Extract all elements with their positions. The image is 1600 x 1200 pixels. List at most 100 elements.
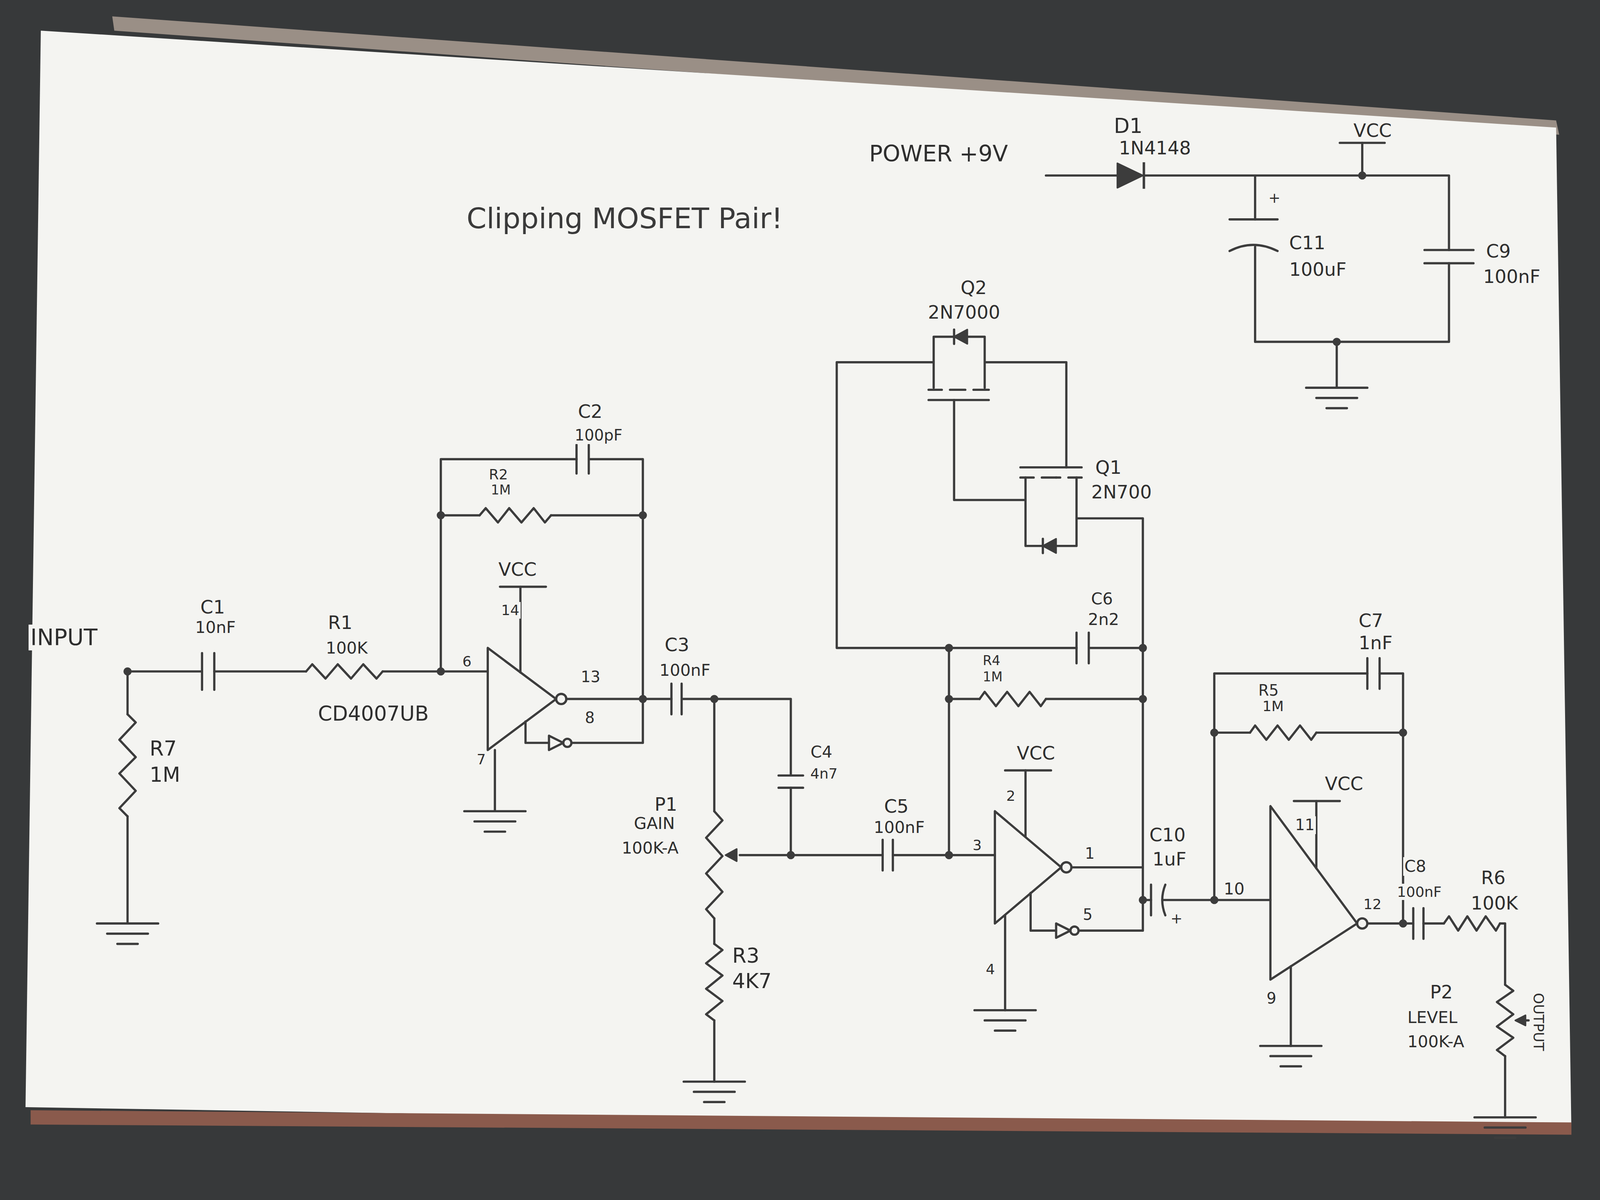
- part-label: 100K: [324, 638, 370, 658]
- part-label: P2: [1428, 981, 1455, 1003]
- part-label: 4: [984, 961, 997, 978]
- part-label: R4: [981, 653, 1002, 669]
- junction-dot: [1358, 171, 1367, 180]
- part-label: C10: [1148, 824, 1188, 846]
- part-label: C11: [1287, 232, 1327, 254]
- part-label: 100nF: [1396, 883, 1443, 900]
- part-label: CD4007UB: [316, 701, 431, 726]
- junction-dot: [944, 851, 954, 860]
- title-text: Clipping MOSFET Pair!: [464, 201, 785, 235]
- part-label: 3: [971, 836, 983, 854]
- inverter-bubble: [1061, 862, 1072, 873]
- part-label: 100nF: [658, 661, 712, 680]
- part-label: 2N700: [1089, 481, 1154, 503]
- part-label: 11: [1294, 816, 1316, 834]
- part-label: 1M: [981, 669, 1004, 685]
- part-label: 100nF: [1481, 266, 1543, 288]
- junction-dot: [944, 644, 954, 653]
- part-label: POWER +9V: [867, 140, 1010, 167]
- part-label: Q1: [1094, 457, 1124, 479]
- inverter-bubble: [555, 694, 567, 705]
- part-label: C6: [1089, 589, 1114, 609]
- part-label: Q2: [959, 277, 989, 299]
- part-label: 8: [583, 709, 597, 727]
- part-label: 1: [1083, 844, 1097, 863]
- part-label: 5: [1081, 905, 1095, 924]
- part-label: 7: [475, 751, 487, 768]
- junction-dot: [786, 851, 796, 860]
- part-label: 4n7: [809, 765, 839, 782]
- part-label: 1nF: [1357, 632, 1395, 654]
- notebook-edge: [30, 1110, 1572, 1135]
- part-label: 1N4148: [1117, 137, 1193, 159]
- body-diode-symbol: [953, 329, 1056, 554]
- part-label: 13: [579, 668, 602, 686]
- part-label: C2: [576, 401, 604, 423]
- inverter-bubble: [1070, 926, 1079, 935]
- part-label: VCC: [1015, 742, 1057, 764]
- junction-dot: [436, 667, 446, 676]
- part-label: 1M: [1261, 698, 1285, 715]
- diode-bar: [1142, 162, 1145, 189]
- part-label: R6: [1479, 867, 1508, 889]
- wire-lines: [127, 142, 1529, 1118]
- part-label: GAIN: [632, 814, 676, 833]
- inverter-bubble: [1357, 918, 1368, 929]
- part-label: 1M: [489, 482, 512, 498]
- junction-dot: [1210, 728, 1219, 737]
- junction-dot: [1332, 337, 1341, 347]
- part-label: VCC: [1323, 773, 1365, 795]
- part-label: 2n2: [1086, 610, 1121, 629]
- part-label: R1: [326, 612, 354, 634]
- part-label: 12: [1362, 896, 1383, 913]
- part-label: R3: [730, 944, 762, 968]
- junction-dot: [1398, 728, 1408, 737]
- part-label: 100uF: [1287, 259, 1349, 281]
- wiper-arrow: [725, 848, 1526, 1026]
- diode-symbol: [1117, 163, 1143, 188]
- part-label: D1: [1112, 114, 1145, 138]
- part-label: R2: [487, 466, 510, 483]
- part-label: C1: [198, 596, 227, 618]
- part-label: OUTPUT: [1530, 991, 1547, 1052]
- part-label: 100K-A: [1405, 1032, 1466, 1052]
- mosfet-symbol: [928, 329, 1082, 554]
- inverter-symbol: [487, 648, 1358, 980]
- part-label: 10nF: [194, 618, 238, 637]
- junction-dot: [436, 511, 446, 520]
- junction-dot: [1210, 896, 1219, 905]
- part-label: C5: [882, 796, 910, 818]
- part-label: INPUT: [28, 624, 100, 651]
- part-label: 9: [1265, 989, 1278, 1008]
- supply-bar: [500, 142, 1385, 802]
- part-label: C9: [1484, 240, 1512, 262]
- part-label: 1uF: [1151, 848, 1189, 870]
- junction-dot: [710, 694, 719, 704]
- part-label: R7: [148, 736, 179, 761]
- part-label: 2: [1005, 787, 1017, 804]
- part-label: 1M: [148, 763, 182, 787]
- junction-dot: [1138, 694, 1148, 704]
- part-label: 100pF: [573, 426, 624, 445]
- junction-dot: [1398, 919, 1408, 928]
- part-label: R5: [1257, 681, 1281, 700]
- part-label: 6: [461, 653, 473, 670]
- junction-dot: [123, 667, 132, 676]
- part-label: 10: [1222, 879, 1247, 899]
- part-label: 100nF: [872, 818, 927, 837]
- part-label: 2N7000: [926, 301, 1002, 324]
- part-label: 100K: [1469, 892, 1520, 914]
- junction-dot: [1138, 644, 1148, 653]
- part-label: C3: [663, 634, 691, 656]
- capacitor-symbol: [201, 219, 1474, 939]
- inverter-bubble: [563, 738, 572, 748]
- part-label: 14: [500, 601, 521, 619]
- part-label: VCC: [496, 559, 539, 581]
- part-label: 4K7: [730, 969, 774, 993]
- part-label: +: [1267, 189, 1282, 206]
- junction-dot: [1138, 896, 1148, 905]
- junction-dot: [638, 694, 648, 704]
- part-label: C4: [809, 742, 834, 762]
